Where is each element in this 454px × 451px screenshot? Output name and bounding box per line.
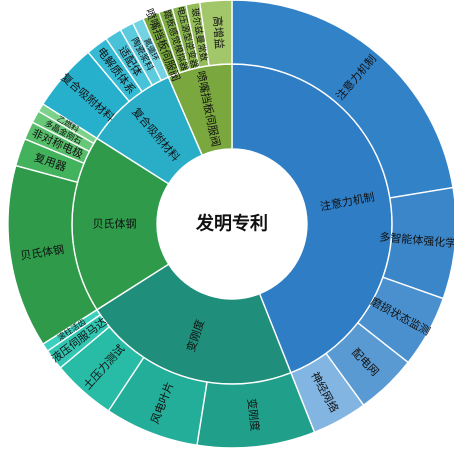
center-hole	[157, 149, 307, 299]
outer-ring	[7, 0, 454, 449]
outer-segment-24[interactable]	[198, 0, 233, 67]
inner-ring	[71, 63, 393, 385]
